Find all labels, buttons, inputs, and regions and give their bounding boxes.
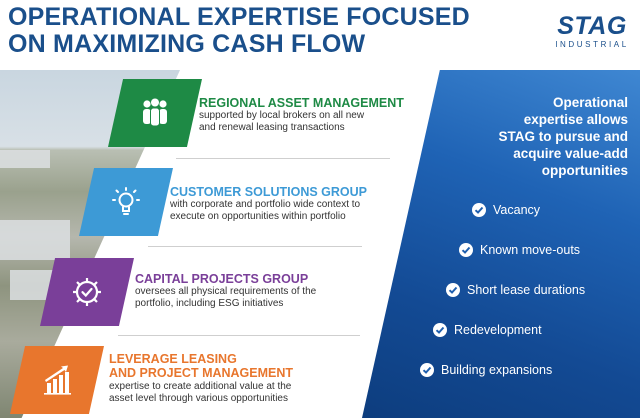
section-title-leasing: LEVERAGE LEASING AND PROJECT MANAGEMENT bbox=[109, 352, 294, 380]
section-divider bbox=[118, 335, 360, 336]
opportunity-item: Short lease durations bbox=[446, 280, 585, 300]
opportunity-item: Known move-outs bbox=[459, 240, 580, 260]
section-divider bbox=[148, 246, 362, 247]
check-circle-icon bbox=[472, 203, 486, 217]
check-circle-icon bbox=[433, 323, 447, 337]
stag-logo: STAG INDUSTRIAL bbox=[550, 13, 634, 53]
gear-check-icon bbox=[73, 278, 101, 306]
title-line-1: OPERATIONAL EXPERTISE FOCUSED bbox=[8, 3, 470, 31]
value-add-heading: Operational expertise allows STAG to pur… bbox=[498, 95, 628, 178]
section-desc-regional: supported by local brokers on all new an… bbox=[199, 110, 365, 133]
opportunity-item: Redevelopment bbox=[433, 320, 542, 340]
people-group-icon bbox=[143, 98, 167, 127]
opportunity-item: Vacancy bbox=[472, 200, 540, 220]
section-title-customer: CUSTOMER SOLUTIONS GROUP bbox=[170, 185, 368, 199]
section-badge-regional bbox=[108, 79, 202, 147]
logo-word: STAG bbox=[557, 12, 627, 40]
check-circle-icon bbox=[420, 363, 434, 377]
logo-subtitle: INDUSTRIAL bbox=[555, 40, 629, 49]
check-circle-icon bbox=[459, 243, 473, 257]
section-divider bbox=[176, 158, 390, 159]
section-title-regional: REGIONAL ASSET MANAGEMENT bbox=[199, 96, 404, 110]
section-badge-leasing bbox=[10, 346, 104, 414]
bar-chart-arrow-icon bbox=[44, 365, 71, 395]
check-circle-icon bbox=[446, 283, 460, 297]
lightbulb-icon bbox=[112, 187, 140, 215]
section-desc-customer: with corporate and portfolio wide contex… bbox=[170, 199, 361, 222]
title-line-2: ON MAXIMIZING CASH FLOW bbox=[8, 30, 366, 58]
page-title: OPERATIONAL EXPERTISE FOCUSED ON MAXIMIZ… bbox=[8, 4, 470, 58]
section-desc-capital: oversees all physical requirements of th… bbox=[135, 286, 317, 309]
section-title-capital: CAPITAL PROJECTS GROUP bbox=[135, 272, 309, 286]
section-desc-leasing: expertise to create additional value at … bbox=[109, 381, 292, 404]
opportunity-item: Building expansions bbox=[420, 360, 552, 380]
section-badge-customer bbox=[79, 168, 173, 236]
section-badge-capital bbox=[40, 258, 134, 326]
